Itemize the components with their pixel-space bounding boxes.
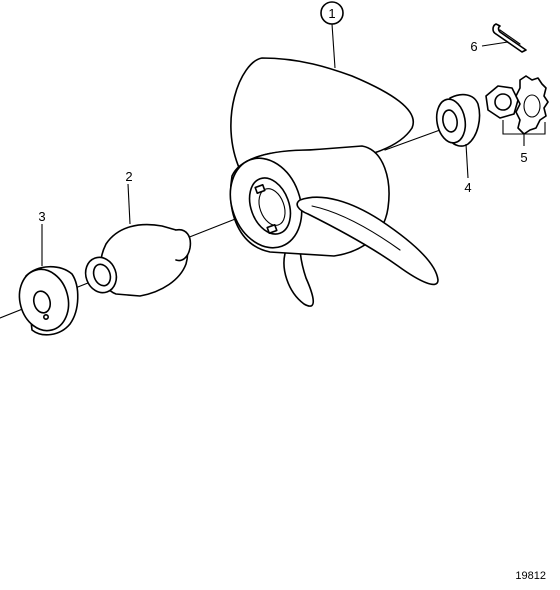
callout-2: 2 <box>125 169 132 184</box>
leader-line-5 <box>502 120 546 146</box>
propeller <box>229 57 439 307</box>
leader-line-4 <box>465 143 469 179</box>
propeller-blade-right-edge <box>311 205 401 251</box>
leader-line-2 <box>127 183 131 225</box>
callout-4: 4 <box>464 180 471 195</box>
callout-5: 5 <box>520 150 527 165</box>
leader-line-6 <box>481 41 509 47</box>
propeller-hub-key-bottom <box>266 224 278 234</box>
tab-washer-hub <box>523 94 541 118</box>
tab-washer <box>515 75 549 135</box>
thrust-sleeve-collar <box>175 228 192 262</box>
cotter-pin <box>492 23 527 53</box>
propeller-hub-key-top <box>254 184 266 194</box>
front-washer <box>18 265 79 336</box>
spacer-washer-bore <box>442 109 458 133</box>
nut-and-tab-washer <box>485 75 549 135</box>
thrust-sleeve-bore <box>92 263 112 287</box>
front-washer-bore <box>32 290 52 314</box>
propeller-nut-bore <box>494 93 512 111</box>
figure-number: 19812 <box>515 570 546 582</box>
cotter-pin-body <box>492 23 527 53</box>
propeller-blade-lower <box>283 245 315 307</box>
propeller-hub-bore-inner <box>258 188 286 226</box>
callout-6: 6 <box>470 39 477 54</box>
callout-1-circle <box>320 1 344 25</box>
propeller-blade-right <box>296 196 439 286</box>
cotter-pin-leg <box>499 29 521 45</box>
thrust-sleeve <box>84 223 192 297</box>
front-washer-pin-hole <box>42 313 49 320</box>
spacer-washer <box>435 93 481 147</box>
callout-3: 3 <box>38 209 45 224</box>
callout-1: 1 <box>328 6 335 21</box>
leader-line-1 <box>331 23 336 69</box>
